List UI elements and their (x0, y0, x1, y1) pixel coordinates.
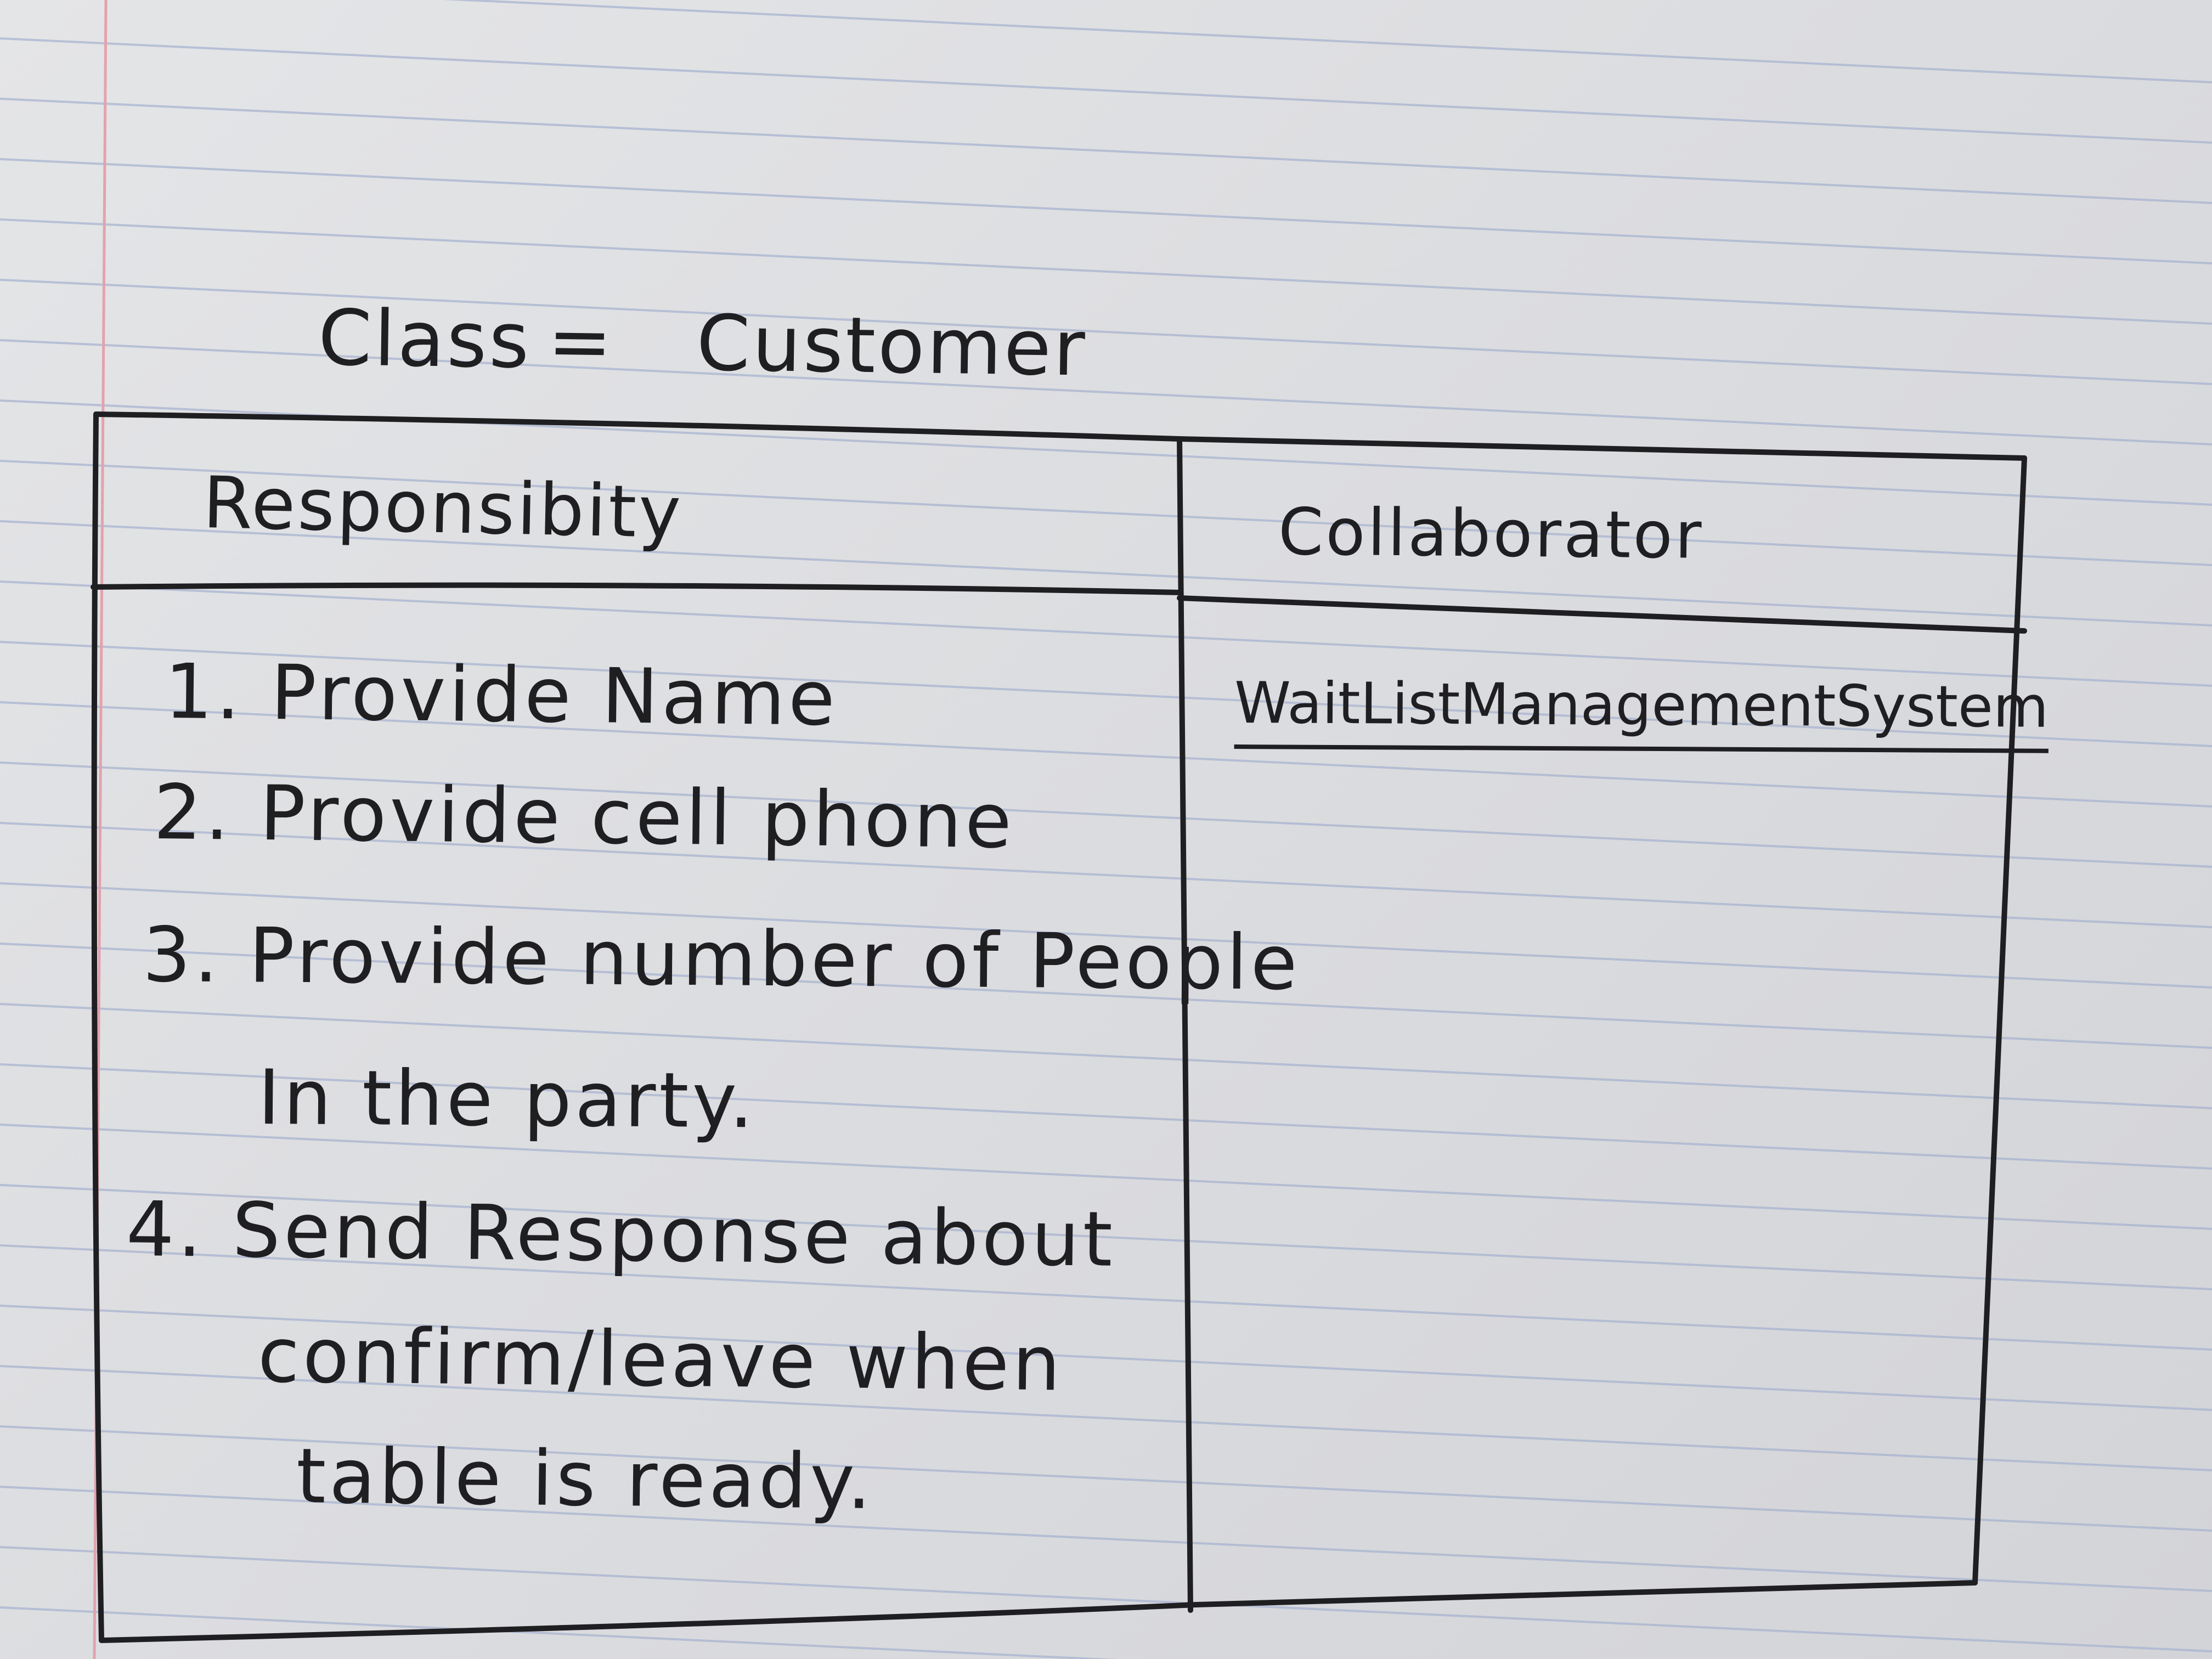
table-right-border (1972, 455, 2027, 1585)
class-title: Class= Customer (318, 294, 1088, 394)
class-label: Class (317, 294, 532, 386)
responsibility-header: Responsibity (202, 461, 684, 555)
column-divider (1177, 436, 1193, 1613)
responsibility-item: 1. Provide Name (164, 647, 839, 743)
responsibility-item: 4. Send Response about (126, 1185, 1116, 1284)
table-top-border (93, 411, 2027, 461)
responsibility-item-continuation: In the party. (257, 1053, 757, 1146)
table-left-border (91, 411, 104, 1643)
class-separator: = (547, 296, 615, 387)
responsibility-item: 2. Provide cell phone (153, 768, 1015, 866)
responsibility-item: 3. Provide number of People (142, 911, 1301, 1007)
class-name: Customer (696, 298, 1088, 394)
collaborator-header: Collaborator (1278, 494, 1704, 573)
header-divider-right (1177, 595, 2027, 634)
responsibility-item-continuation: confirm/leave when (257, 1311, 1064, 1408)
header-divider-left (91, 582, 1182, 595)
collaborator-item: WaitListManagementSystem (1234, 669, 2049, 741)
table-bottom-border (99, 1580, 1978, 1643)
responsibility-item-continuation: table is ready. (296, 1432, 875, 1527)
